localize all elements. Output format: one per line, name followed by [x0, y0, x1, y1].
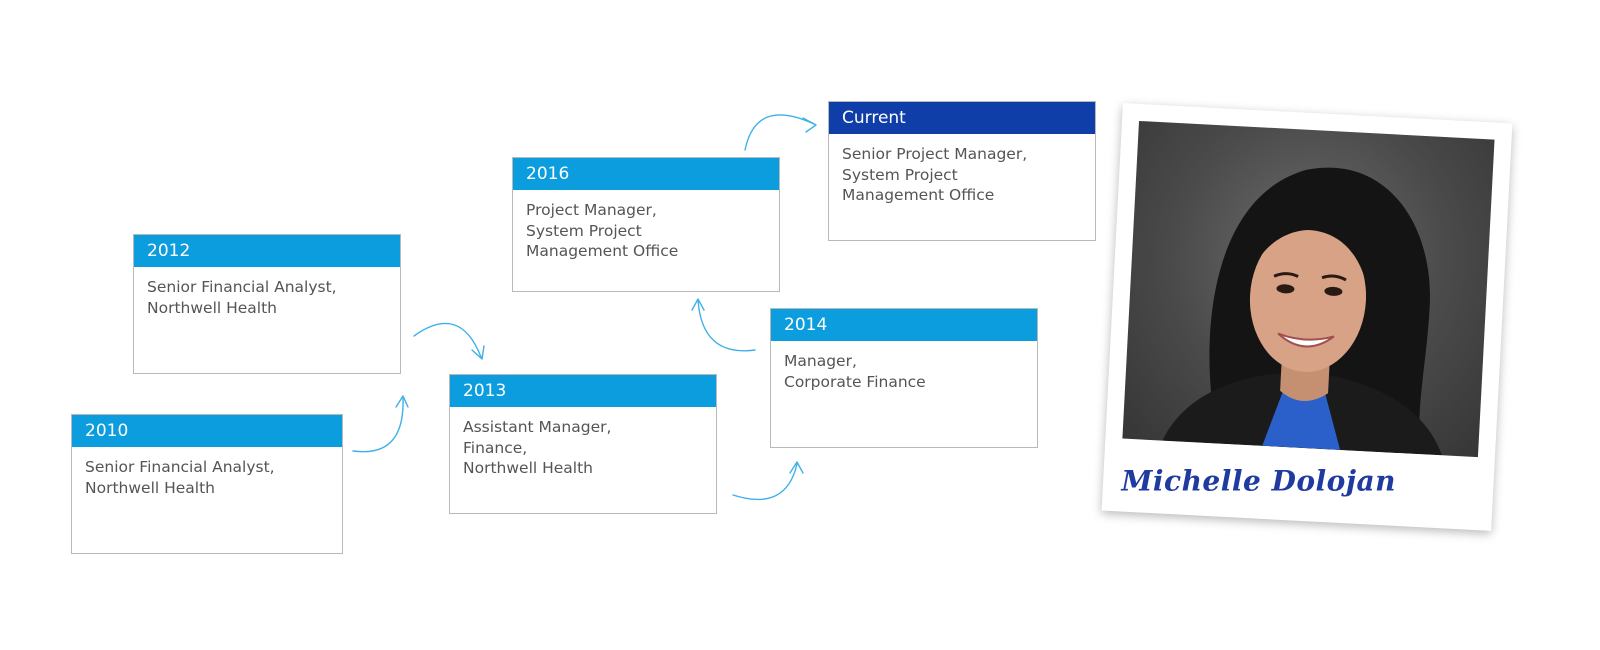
portrait-illustration — [1162, 167, 1442, 456]
milestone-year: 2010 — [72, 415, 342, 447]
milestone-card-2016: 2016 Project Manager, System Project Man… — [512, 157, 780, 292]
milestone-role: Senior Financial Analyst, Northwell Heal… — [147, 278, 337, 317]
milestone-role: Project Manager, System Project Manageme… — [526, 201, 679, 260]
milestone-year: 2016 — [513, 158, 779, 190]
arrow-2010-to-2012 — [352, 395, 409, 453]
milestone-card-2010: 2010 Senior Financial Analyst, Northwell… — [71, 414, 343, 554]
milestone-card-2012: 2012 Senior Financial Analyst, Northwell… — [133, 234, 401, 374]
portrait-photo — [1122, 120, 1495, 458]
milestone-year: 2013 — [450, 375, 716, 407]
milestone-card-current: Current Senior Project Manager, System P… — [828, 101, 1096, 241]
milestone-year: Current — [829, 102, 1095, 134]
milestone-role: Assistant Manager, Finance, Northwell He… — [463, 418, 612, 477]
milestone-role: Manager, Corporate Finance — [784, 352, 926, 391]
milestone-year: 2014 — [771, 309, 1037, 341]
milestone-card-2014: 2014 Manager, Corporate Finance — [770, 308, 1038, 448]
arrow-2012-to-2013 — [413, 322, 485, 360]
milestone-role: Senior Financial Analyst, Northwell Heal… — [85, 458, 275, 497]
milestone-year: 2012 — [134, 235, 400, 267]
arrow-2013-to-2014 — [732, 461, 804, 501]
milestone-card-2013: 2013 Assistant Manager, Finance, Northwe… — [449, 374, 717, 514]
signature-name: Michelle Dolojan — [1121, 464, 1396, 498]
milestone-role: Senior Project Manager, System Project M… — [842, 145, 1028, 204]
arrow-2014-to-2016 — [691, 298, 756, 352]
arrow-2016-to-current — [744, 114, 817, 151]
polaroid-portrait: Michelle Dolojan — [1101, 103, 1513, 531]
